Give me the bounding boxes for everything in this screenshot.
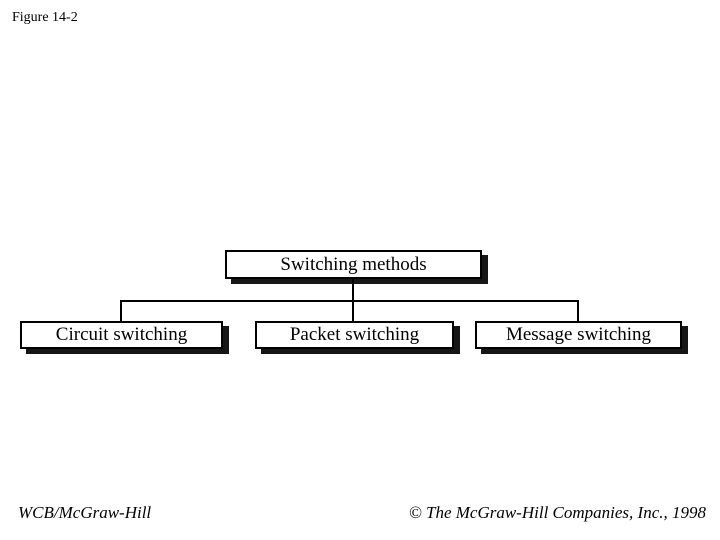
connector-drop-message — [577, 302, 579, 321]
node-packet-switching: Packet switching — [255, 321, 454, 349]
connector-drop-packet — [352, 302, 354, 321]
connector-horizontal-line — [120, 300, 579, 302]
connector-root-stem — [352, 279, 354, 302]
node-packet-switching-label: Packet switching — [289, 324, 420, 345]
node-message-switching: Message switching — [475, 321, 682, 349]
node-circuit-switching: Circuit switching — [20, 321, 223, 349]
connector-drop-circuit — [120, 302, 122, 321]
footer-publisher: WCB/McGraw-Hill — [18, 503, 152, 522]
figure-label: Figure 14-2 — [12, 10, 78, 25]
node-switching-methods-label: Switching methods — [280, 253, 427, 275]
node-switching-methods: Switching methods — [225, 250, 482, 279]
node-circuit-switching-label: Circuit switching — [55, 324, 188, 345]
footer-copyright: © The McGraw-Hill Companies, Inc., 1998 — [408, 503, 706, 522]
node-message-switching-label: Message switching — [505, 324, 652, 345]
